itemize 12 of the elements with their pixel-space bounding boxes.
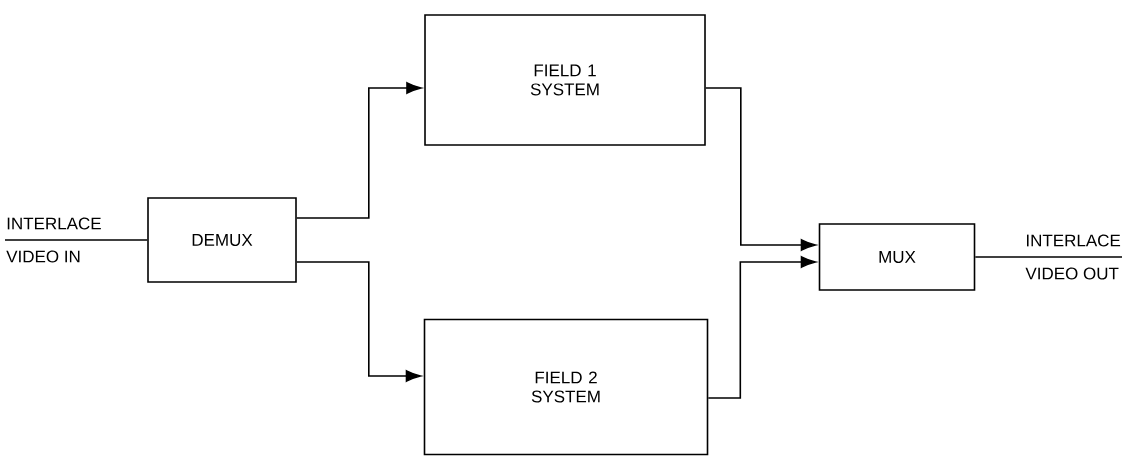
process-box: MUX bbox=[818, 223, 976, 291]
process-box: FIELD 1 SYSTEM bbox=[424, 14, 706, 146]
text-label: INTERLACE VIDEO IN bbox=[6, 217, 101, 263]
connector-line bbox=[4, 239, 148, 241]
process-box: FIELD 2 SYSTEM bbox=[423, 318, 709, 456]
arrow bbox=[296, 261, 422, 382]
arrow bbox=[705, 87, 817, 251]
connector-line bbox=[974, 256, 1123, 258]
process-box: DEMUX bbox=[147, 197, 297, 283]
arrow bbox=[707, 256, 817, 399]
text-label: INTERLACE VIDEO OUT bbox=[1025, 234, 1121, 280]
arrow bbox=[296, 82, 422, 219]
